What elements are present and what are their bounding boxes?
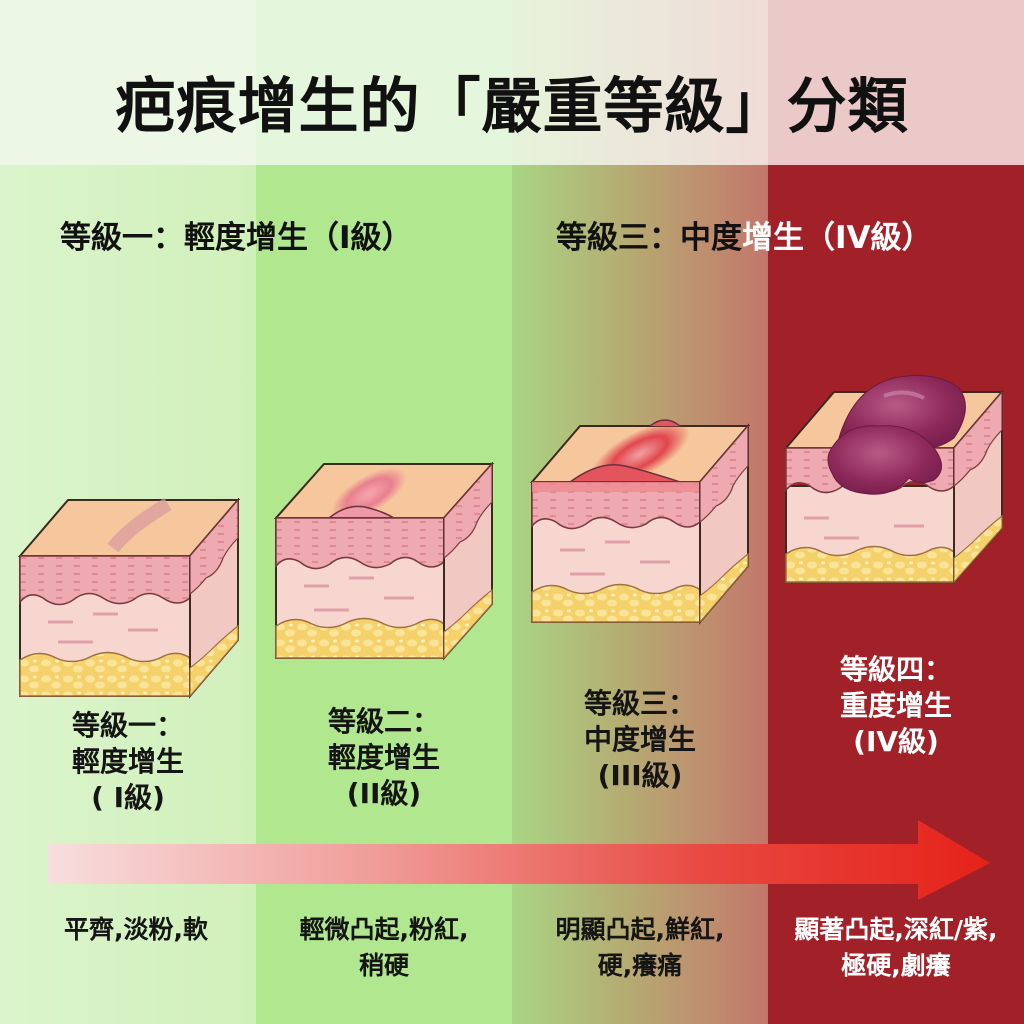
grade4-label-line1: 等級四： <box>839 653 952 686</box>
grade2-label-line3: (II級) <box>346 777 422 810</box>
grade3-label-line3: (III級) <box>597 759 683 792</box>
grade1-label: 等級一： 輕度增生 ( I級) <box>0 708 256 816</box>
grade4-description: 顯著凸起,深紅/紫, 極硬,劇癢 <box>768 912 1024 984</box>
skin-block-grade4 <box>784 368 1006 586</box>
grade1-label-line3: ( I級) <box>91 781 165 814</box>
grade2-label-line2: 輕度增生 <box>327 741 440 774</box>
skin-block-grade3 <box>530 416 752 626</box>
page-title: 疤痕增生的「嚴重等級」分類 <box>115 72 909 142</box>
skin-block-grade1 <box>18 498 240 700</box>
grade2-description-line1: 輕微凸起,粉紅, <box>299 915 469 944</box>
grade4-label: 等級四： 重度增生 (IV級) <box>768 652 1024 760</box>
skin-block-grade2 <box>274 462 496 662</box>
grade4-description-line1: 顯著凸起,深紅/紫, <box>794 915 998 944</box>
grade2-description: 輕微凸起,粉紅, 稍硬 <box>256 912 512 984</box>
grade3-label-line2: 中度增生 <box>583 723 696 756</box>
grade3-description: 明顯凸起,鮮紅, 硬,癢痛 <box>512 912 768 984</box>
severity-arrow <box>48 820 990 900</box>
subheading-grade3-dark: 等級三：中度 <box>556 220 742 256</box>
grade1-label-line1: 等級一： <box>71 709 184 742</box>
grade2-label-line1: 等級二： <box>327 705 440 738</box>
header-band-grade4 <box>768 0 1024 165</box>
grade4-label-line2: 重度增生 <box>839 689 952 722</box>
grade1-description: 平齊,淡粉,軟 <box>8 912 264 948</box>
grade2-label: 等級二： 輕度增生 (II級) <box>256 704 512 812</box>
grade1-label-line2: 輕度增生 <box>71 745 184 778</box>
grade4-description-line2: 極硬,劇癢 <box>841 951 951 980</box>
header-band-grade2 <box>256 0 512 165</box>
grade3-label-line1: 等級三： <box>583 687 696 720</box>
subheading-grade3: 等級三：中度增生（IV級） <box>556 212 933 257</box>
grade3-description-line2: 硬,癢痛 <box>597 951 683 980</box>
grade3-description-line1: 明顯凸起,鮮紅, <box>555 915 725 944</box>
grade2-description-line2: 稍硬 <box>358 951 409 980</box>
subheading-grade3-light: 增生（IV級） <box>742 220 933 256</box>
grade4-label-line3: (IV級) <box>853 725 939 758</box>
grade3-label: 等級三： 中度增生 (III級) <box>512 686 768 794</box>
subheading-grade1: 等級一：輕度增生（I級） <box>60 220 413 256</box>
header-band-grade1 <box>0 0 256 165</box>
header-band-grade3 <box>512 0 768 165</box>
grade1-description-line1: 平齊,淡粉,軟 <box>64 915 208 944</box>
